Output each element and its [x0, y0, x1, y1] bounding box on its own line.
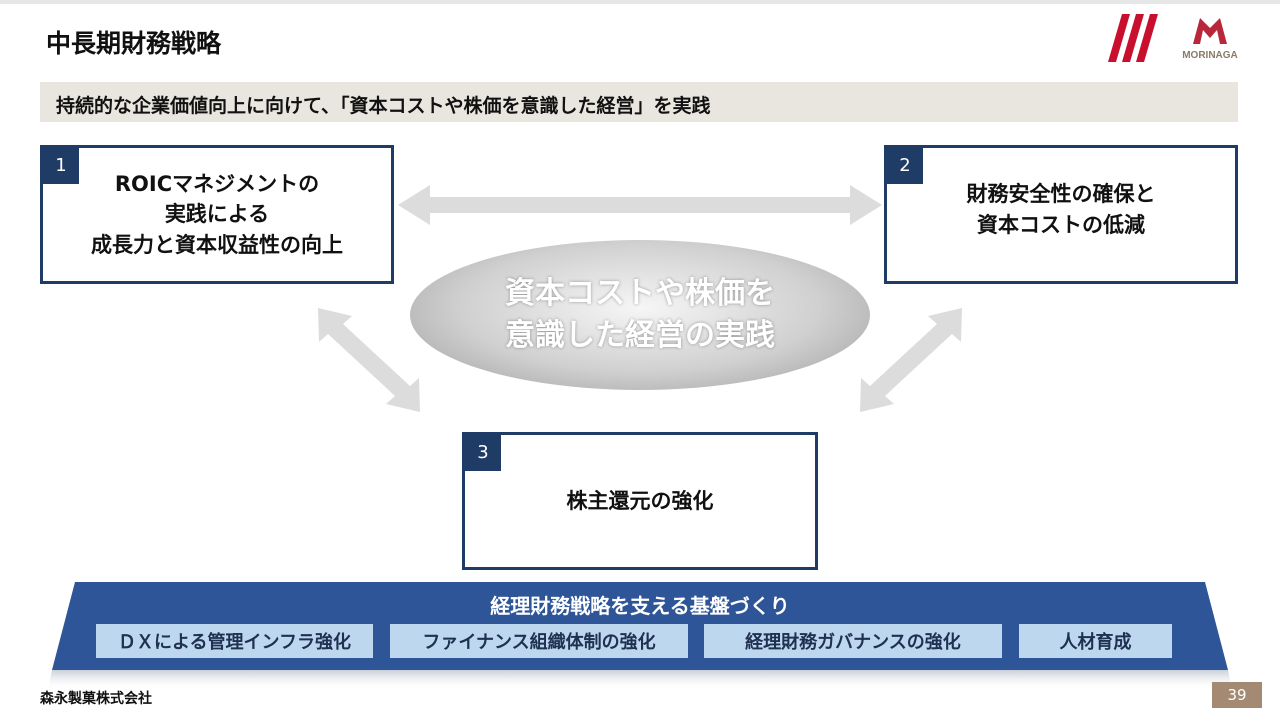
pillar-1-number: 1	[43, 148, 79, 184]
pillar-2-box: 2 財務安全性の確保と資本コストの低減	[884, 145, 1238, 284]
center-line: 資本コストや株価を	[505, 276, 775, 311]
pillar-1-line: 実践による	[164, 202, 270, 227]
company-name: 森永製菓株式会社	[40, 691, 152, 707]
page-title: 中長期財務戦略	[46, 29, 222, 58]
foundation-item-dx: ＤＸによる管理インフラ強化	[96, 624, 373, 658]
pillar-3-line: 株主還元の強化	[566, 488, 714, 513]
page-number: 39	[1212, 682, 1262, 708]
arrow-2-3	[860, 308, 962, 412]
strategy-banner: 持続的な企業価値向上に向けて、「資本コストや株価を意識した経営」を実践	[40, 82, 1238, 122]
pillar-1-box: 1 ROICマネジメントの実践による成長力と資本収益性の向上	[40, 145, 394, 284]
pillar-2-line: 財務安全性の確保と	[966, 182, 1156, 207]
pillar-1-line: ROICマネジメントの	[114, 171, 320, 196]
pillar-3-number: 3	[465, 435, 501, 471]
foundation-item-organization: ファイナンス組織体制の強化	[390, 624, 688, 658]
foundation-item-talent: 人材育成	[1019, 624, 1172, 658]
top-divider	[0, 0, 1280, 4]
svg-text:MORINAGA: MORINAGA	[1182, 50, 1238, 61]
center-ellipse: 資本コストや株価を意識した経営の実践	[410, 240, 870, 390]
pillar-1-line: 成長力と資本収益性の向上	[91, 232, 343, 257]
morinaga-logo: MORINAGA	[1108, 14, 1238, 62]
foundation-item-governance: 経理財務ガバナンスの強化	[704, 624, 1002, 658]
arrow-1-3	[318, 308, 420, 412]
foundation-title: 経理財務戦略を支える基盤づくり	[490, 594, 790, 618]
pillar-3-box: 3 株主還元の強化	[462, 432, 818, 570]
arrow-1-2	[398, 185, 882, 225]
pillar-2-line: 資本コストの低減	[977, 212, 1145, 237]
center-line: 意識した経営の実践	[505, 318, 775, 353]
pillar-2-number: 2	[887, 148, 923, 184]
